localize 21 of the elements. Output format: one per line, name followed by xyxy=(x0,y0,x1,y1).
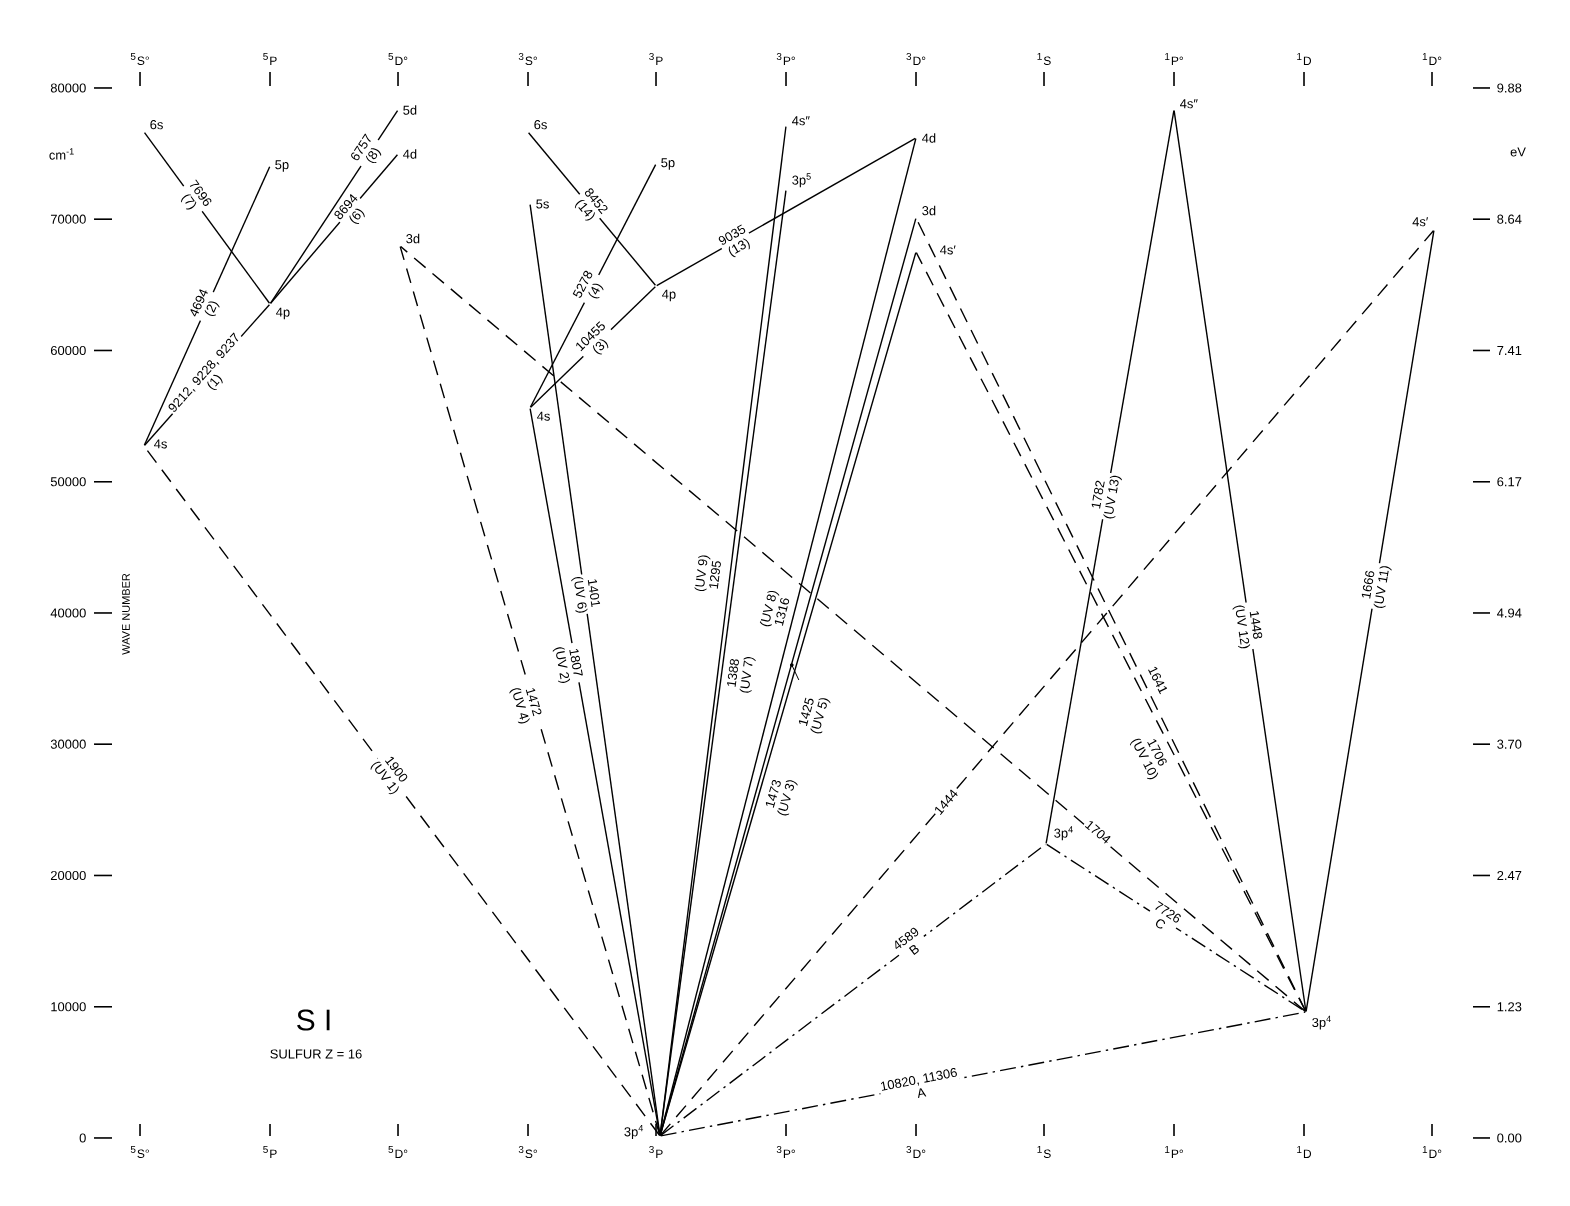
transition-line xyxy=(143,446,661,1136)
transition-line xyxy=(659,230,1435,1136)
transition-line xyxy=(660,1011,1306,1137)
transition-line xyxy=(143,166,271,446)
transition-line xyxy=(1173,110,1307,1012)
transition-line xyxy=(269,154,399,304)
transition-line xyxy=(660,843,1046,1137)
title: S I xyxy=(297,1009,330,1031)
transition-line xyxy=(527,132,657,286)
transition-line xyxy=(1045,110,1175,844)
transition-line xyxy=(143,132,271,304)
transition-line xyxy=(399,246,661,1136)
transition-line xyxy=(530,285,657,408)
transition-line xyxy=(656,137,916,287)
transition-line xyxy=(529,408,661,1136)
transition-line xyxy=(400,245,1306,1013)
transition-line xyxy=(529,164,657,408)
transition-line xyxy=(1305,230,1435,1012)
transition-line xyxy=(1046,843,1306,1013)
transition-line xyxy=(529,204,661,1136)
transition-line xyxy=(269,110,399,304)
